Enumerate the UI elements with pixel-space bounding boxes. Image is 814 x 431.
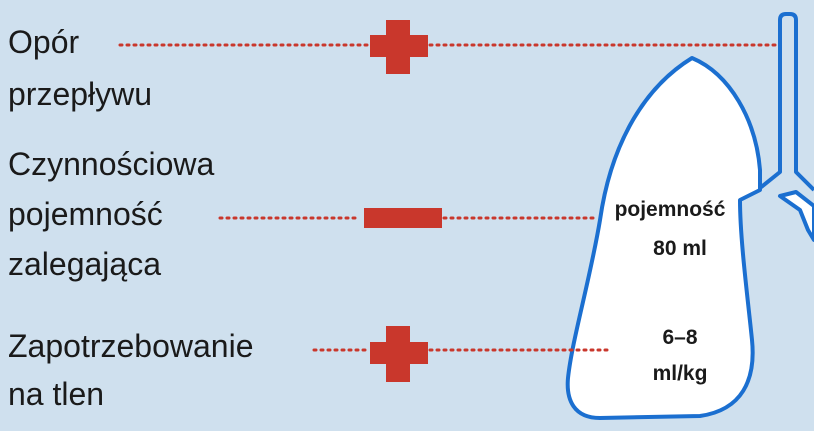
label-airflow-resistance-line1: Opór <box>8 24 80 60</box>
plus-sign-1 <box>370 20 428 74</box>
lung-outline <box>565 56 762 420</box>
trachea-inner <box>758 20 782 190</box>
trachea <box>778 12 814 192</box>
lung-capacity-value: 80 ml <box>653 237 707 260</box>
label-frc-line2: pojemność <box>8 196 163 232</box>
row-3-connector <box>312 326 612 382</box>
label-oxygen-demand-line2: na tlen <box>8 376 105 412</box>
row-1-connector <box>118 20 780 74</box>
label-frc-line1: Czynnościowa <box>8 146 215 182</box>
oxygen-demand-value-line2: ml/kg <box>652 362 708 385</box>
lung-illustration <box>565 12 814 420</box>
label-frc-line3: zalegająca <box>8 246 161 282</box>
bronchus-right <box>778 190 814 242</box>
label-airflow-resistance-line2: przepływu <box>8 76 153 112</box>
label-oxygen-demand-line1: Zapotrzebowanie <box>8 328 254 364</box>
oxygen-demand-value-line1: 6–8 <box>662 326 698 349</box>
row-2-connector <box>218 208 600 228</box>
minus-sign <box>364 208 442 228</box>
plus-sign-3 <box>370 326 428 382</box>
lung-capacity-label: pojemność <box>614 198 726 221</box>
